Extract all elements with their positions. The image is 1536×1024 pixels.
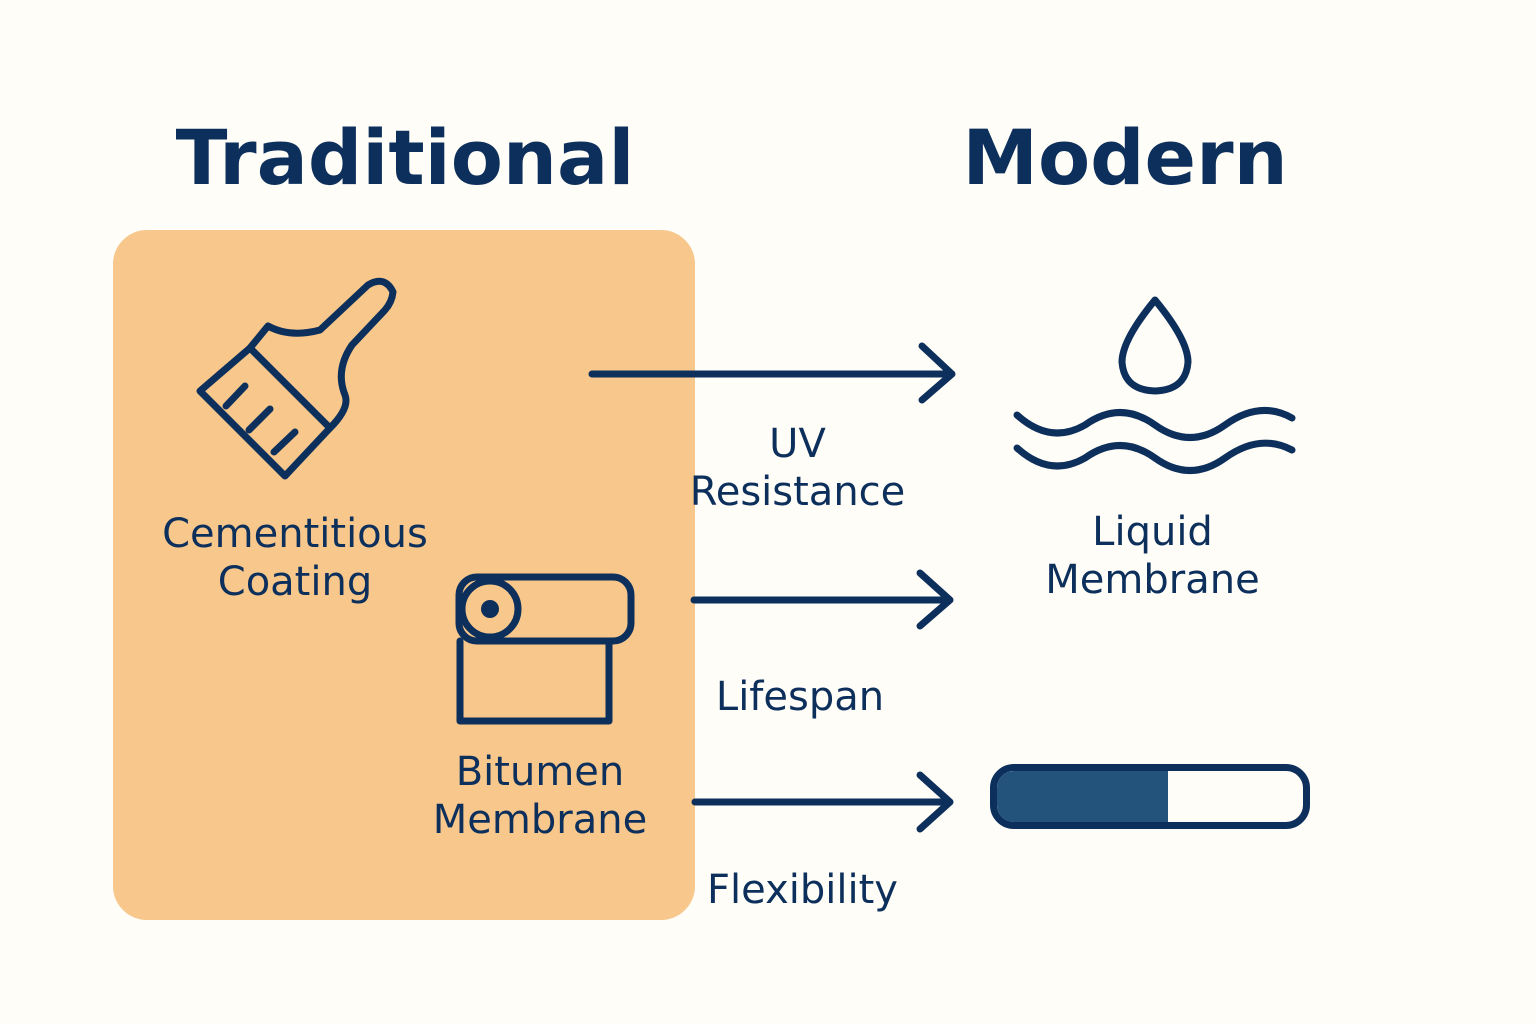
- water-drop-icon: [1013, 296, 1296, 474]
- flexibility-bar-fill: [997, 771, 1169, 822]
- criterion-flexibility: Flexibility: [707, 867, 898, 913]
- traditional-title: Traditional: [175, 113, 635, 202]
- cementitious-coating-label: Cementitious Coating: [162, 511, 428, 605]
- membrane-roll-icon: [455, 573, 635, 725]
- liquid-membrane-label: Liquid Membrane: [1045, 509, 1260, 603]
- bitumen-membrane-label: Bitumen Membrane: [432, 749, 648, 843]
- paintbrush-icon: [196, 277, 397, 480]
- arrow-lifespan: [690, 569, 954, 630]
- criterion-uv-resistance: UV Resistance: [689, 421, 906, 515]
- arrow-uv-resistance: [588, 342, 956, 404]
- flexibility-bar: [990, 764, 1310, 829]
- criterion-lifespan: Lifespan: [715, 674, 885, 720]
- arrow-flexibility: [691, 771, 954, 833]
- modern-title: Modern: [962, 113, 1288, 202]
